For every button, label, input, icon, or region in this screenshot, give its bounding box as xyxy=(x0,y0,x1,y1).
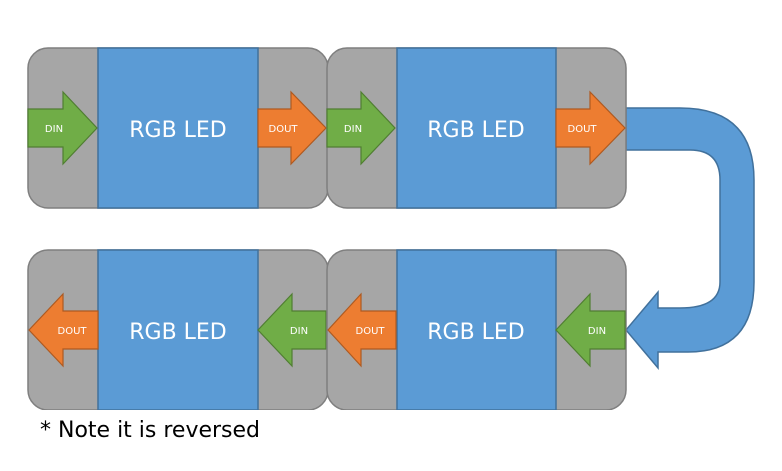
din-label: DIN xyxy=(344,124,362,135)
led-module-1: RGB LED DIN DOUT xyxy=(27,47,329,209)
reversed-note: * Note it is reversed xyxy=(40,418,261,443)
rgb-led-block xyxy=(396,47,557,209)
dout-label: DOUT xyxy=(568,124,598,135)
dout-arrow xyxy=(555,90,626,166)
din-arrow xyxy=(326,90,396,166)
din-label: DIN xyxy=(45,124,63,135)
dout-label: DOUT xyxy=(356,326,386,337)
rgb-led-label: RGB LED xyxy=(427,320,525,345)
led-chain-diagram: RGB LED DIN DOUT RGB LED DIN DOUT RGB LE… xyxy=(27,47,755,410)
dout-arrow xyxy=(28,292,99,368)
dout-arrow xyxy=(327,292,397,368)
led-module-4: RGB LED DOUT DIN xyxy=(326,249,627,410)
rgb-led-label: RGB LED xyxy=(129,118,227,143)
din-label: DIN xyxy=(588,326,606,337)
rgb-led-block xyxy=(396,249,557,410)
dout-arrow xyxy=(257,90,327,166)
rgb-led-block xyxy=(97,47,259,209)
u-turn-connector-arrow xyxy=(625,107,755,371)
din-arrow xyxy=(555,292,626,368)
din-arrow xyxy=(257,292,327,368)
din-arrow xyxy=(27,90,98,166)
rgb-led-block xyxy=(97,249,259,410)
led-module-2: RGB LED DIN DOUT xyxy=(326,47,627,209)
dout-label: DOUT xyxy=(269,124,299,135)
led-module-3: RGB LED DOUT DIN xyxy=(27,249,329,410)
dout-label: DOUT xyxy=(58,326,88,337)
rgb-led-label: RGB LED xyxy=(427,118,525,143)
rgb-led-label: RGB LED xyxy=(129,320,227,345)
din-label: DIN xyxy=(290,326,308,337)
